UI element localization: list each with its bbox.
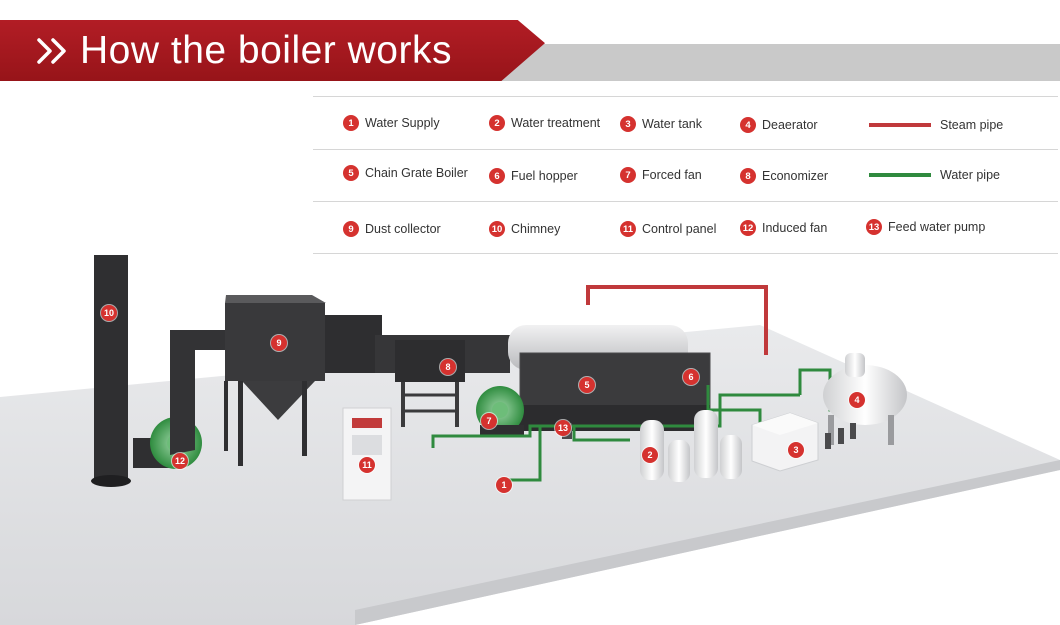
legend-label: Steam pipe — [940, 118, 1004, 132]
header-banner: How the boiler works — [0, 20, 545, 81]
marker-water-supply: 1 — [496, 477, 512, 493]
marker-deaerator: 4 — [849, 392, 865, 408]
legend-item-deaerator: 4 Deaerator — [740, 115, 818, 135]
number-badge: 12 — [740, 220, 756, 236]
legend-item-induced-fan: 12 Induced fan — [740, 218, 827, 238]
legend-label: Water tank — [642, 117, 702, 131]
legend-item-water-tank: 3 Water tank — [620, 114, 702, 134]
boiler-plant-illustration — [0, 205, 1060, 625]
marker-dust-collector: 9 — [271, 335, 287, 351]
legend-label: Fuel hopper — [511, 169, 578, 183]
marker-economizer: 8 — [440, 359, 456, 375]
legend-divider — [313, 96, 1058, 97]
legend-label: Dust collector — [365, 222, 441, 236]
steam-pipe-route — [586, 285, 768, 355]
legend-item-water-supply: 1 Water Supply — [343, 113, 440, 133]
legend-divider — [313, 253, 1058, 254]
legend-divider — [313, 201, 1058, 202]
legend-label: Deaerator — [762, 118, 818, 132]
chain-grate-boiler-graphic — [508, 325, 711, 431]
number-badge: 6 — [489, 168, 505, 184]
boiler-system-diagram: 1 2 3 4 5 6 7 8 9 10 11 12 13 — [0, 205, 1060, 625]
legend: 1 Water Supply 2 Water treatment 3 Water… — [313, 96, 1058, 256]
number-badge: 4 — [740, 117, 756, 133]
marker-chimney: 10 — [101, 305, 117, 321]
number-badge: 11 — [620, 221, 636, 237]
steam-pipe-swatch — [869, 123, 931, 127]
forced-fan-graphic — [476, 386, 524, 437]
number-badge: 3 — [620, 116, 636, 132]
economizer-graphic — [395, 340, 465, 427]
legend-item-fuel-hopper: 6 Fuel hopper — [489, 166, 578, 186]
marker-forced-fan: 7 — [481, 413, 497, 429]
legend-label: Water pipe — [940, 168, 1000, 182]
header-accent-bar — [480, 44, 1060, 81]
deaerator-graphic — [823, 353, 907, 445]
legend-divider — [313, 149, 1058, 150]
legend-label: Forced fan — [642, 168, 702, 182]
number-badge: 7 — [620, 167, 636, 183]
legend-label: Water treatment — [511, 116, 601, 130]
number-badge: 1 — [343, 115, 359, 131]
legend-item-economizer: 8 Economizer — [740, 166, 828, 186]
water-tank-graphic — [751, 412, 819, 472]
marker-feed-water-pump: 13 — [555, 420, 571, 436]
legend-label: Induced fan — [762, 221, 828, 235]
page-title: How the boiler works — [80, 28, 452, 72]
floor-edge — [355, 460, 1060, 625]
legend-label: Economizer — [762, 169, 828, 183]
marker-chain-grate-boiler: 5 — [579, 377, 595, 393]
legend-item-control-panel: 11 Control panel — [620, 219, 716, 239]
legend-label: Chimney — [511, 222, 561, 236]
marker-fuel-hopper: 6 — [683, 369, 699, 385]
legend-label: Water Supply — [365, 116, 440, 130]
legend-label: Control panel — [642, 222, 717, 236]
legend-item-forced-fan: 7 Forced fan — [620, 165, 702, 185]
marker-water-tank: 3 — [788, 442, 804, 458]
control-panel-graphic — [342, 407, 392, 501]
legend-item-chain-grate-boiler: 5 Chain Grate Boiler — [343, 163, 468, 183]
number-badge: 8 — [740, 168, 756, 184]
legend-item-water-pipe: Water pipe — [869, 165, 1000, 185]
number-badge: 2 — [489, 115, 505, 131]
water-pipe-swatch — [869, 173, 931, 177]
legend-item-chimney: 10 Chimney — [489, 219, 560, 239]
legend-label: Chain Grate Boiler — [365, 166, 468, 180]
legend-item-feed-water-pump: 13 Feed water pump — [866, 217, 985, 237]
water-pipe-route — [431, 368, 860, 490]
marker-induced-fan: 12 — [172, 453, 188, 469]
legend-item-steam-pipe: Steam pipe — [869, 115, 1003, 135]
marker-control-panel: 11 — [359, 457, 375, 473]
legend-item-dust-collector: 9 Dust collector — [343, 219, 441, 239]
marker-water-treatment: 2 — [642, 447, 658, 463]
number-badge: 5 — [343, 165, 359, 181]
number-badge: 9 — [343, 221, 359, 237]
legend-label: Feed water pump — [888, 220, 986, 234]
legend-item-water-treatment: 2 Water treatment — [489, 113, 600, 133]
number-badge: 10 — [489, 221, 505, 237]
number-badge: 13 — [866, 219, 882, 235]
double-chevron-right-icon — [37, 37, 66, 64]
